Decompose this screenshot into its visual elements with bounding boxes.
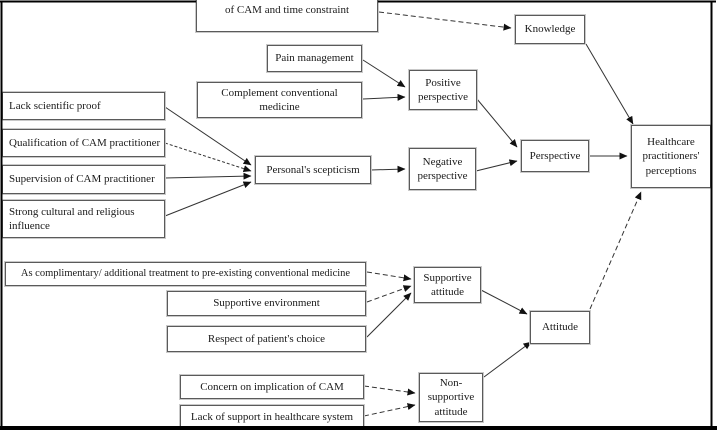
node-cam-time-constraint: of CAM and time constraint [195,0,379,33]
edge-topbox-knowledge [378,11,512,31]
node-label: As complimentary/ additional treatment t… [20,268,351,280]
node-label: Strong cultural and religious influence [9,205,135,232]
node-respect-patient-choice: Respect of patient's choice [166,325,367,353]
node-complimentary-treatment: As complimentary/ additional treatment t… [4,261,367,287]
edge-complement-positive [362,93,406,101]
node-pain-management: Pain management [266,44,363,73]
node-label: Lack scientific proof [9,99,101,112]
node-supervision-cam: Supervision of CAM practitioner [1,164,166,195]
edge-lacksupport-nonsupportive [363,403,416,417]
node-label: Respect of patient's choice [207,332,326,345]
edge-cultural-scepticism [164,181,252,217]
node-label: Perspective [529,149,581,162]
node-lack-scientific-proof: Lack scientific proof [1,91,166,121]
node-positive-perspective: Positive perspective [408,69,478,111]
node-label: Supportive attitude [423,271,472,298]
node-attitude: Attitude [529,310,591,345]
node-label: Supervision of CAM practitioner [9,173,155,186]
node-lack-support-system: Lack of support in healthcare system [179,404,365,430]
node-label: Concern on implication of CAM [200,380,344,393]
node-supportive-environment: Supportive environment [166,290,367,317]
node-label: Non-supportive attitude [427,377,475,418]
node-healthcare-perceptions: Healthcare practitioners' perceptions [630,124,712,189]
node-cultural-religious: Strong cultural and religious influence [1,199,166,239]
node-label: Pain management [275,52,354,65]
edge-supervision-scepticism [164,172,252,180]
node-label: of CAM and time constraint [224,4,350,16]
node-qualification-cam: Qualification of CAM practitioner [1,128,166,158]
node-label: Supportive environment [213,297,320,310]
node-label: Qualification of CAM practitioner [9,136,161,149]
edge-pain-positive [362,59,406,88]
node-label: Negative perspective [417,155,468,182]
node-label: Knowledge [524,23,576,36]
node-perspective: Perspective [520,139,590,173]
edge-respect-supportive [366,292,412,338]
node-complement-conventional: Complement conventional medicine [196,81,363,119]
node-label: Healthcare practitioners' perceptions [642,136,700,177]
edge-negative-perspective [475,159,518,172]
node-negative-perspective: Negative perspective [408,147,477,191]
edge-supportive-attitude [480,289,528,315]
edge-knowledge-healthcare [585,43,634,125]
edge-nonsupportive-attitude [483,341,532,378]
edge-qualification-scepticism [164,142,252,173]
node-label: Attitude [541,321,579,334]
node-label: Positive perspective [417,76,469,103]
node-label: Complement conventional medicine [221,86,338,113]
node-non-supportive-attitude: Non-supportive attitude [418,372,484,423]
node-personal-scepticism: Personal's scepticism [254,155,372,185]
node-concern-implication: Concern on implication of CAM [179,374,365,400]
edge-attitude-healthcare [589,191,642,310]
node-label: Personal's scepticism [266,163,360,176]
node-label: Lack of support in healthcare system [190,410,354,423]
edge-scepticism-negative [370,165,406,173]
edge-complimentary-supportive [366,271,412,282]
edge-positive-perspective [476,98,518,148]
edge-environment-supportive [366,285,412,303]
node-knowledge: Knowledge [514,14,586,45]
edge-concern-nonsupportive [363,385,416,396]
node-supportive-attitude: Supportive attitude [413,266,482,304]
